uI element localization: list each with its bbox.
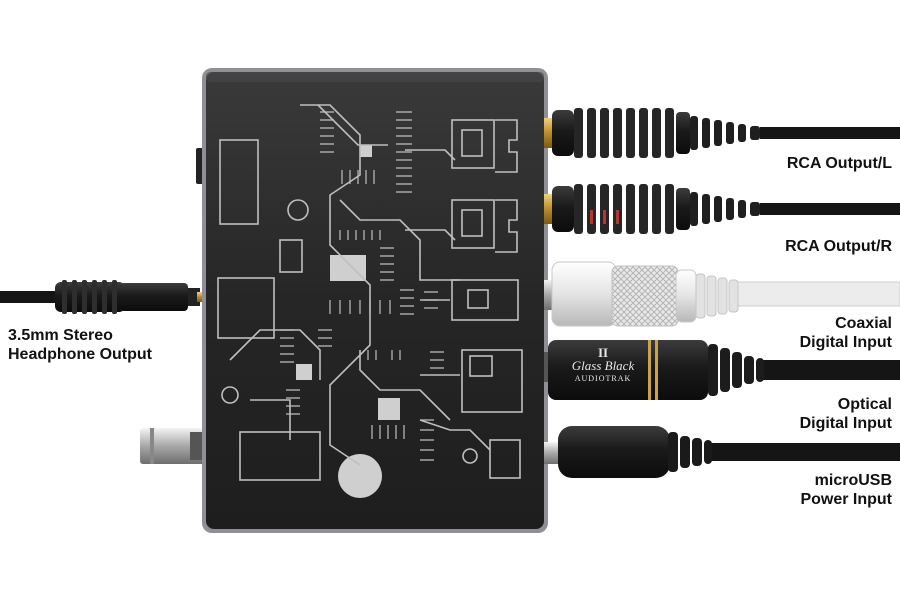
- optical-cable: [760, 360, 900, 380]
- label-coaxial: Coaxial Digital Input: [800, 314, 892, 352]
- usb-cable: [710, 443, 900, 461]
- label-coaxial-line2: Digital Input: [799, 334, 892, 351]
- label-rca-left: RCA Output/L: [787, 154, 892, 173]
- label-headphone-line1: 3.5mm Stereo: [8, 327, 113, 344]
- label-optical-line1: Optical: [837, 396, 892, 413]
- rca-right-plug: [544, 184, 760, 234]
- label-rca-left-line1: RCA Output/L: [786, 155, 892, 172]
- label-optical: Optical Digital Input: [800, 395, 892, 433]
- label-optical-line2: Digital Input: [799, 415, 892, 432]
- brand-name: Glass Black: [571, 358, 635, 373]
- headphone-cable: [0, 291, 60, 303]
- rca-right-cable: [760, 203, 900, 215]
- brand-maker: AUDIOTRAK: [574, 374, 632, 383]
- microusb-plug: [544, 426, 712, 478]
- circuit-print: [217, 104, 523, 498]
- label-microusb-line2: Power Input: [800, 491, 892, 508]
- headphone-plug: [55, 280, 205, 314]
- label-headphone-output: 3.5mm Stereo Headphone Output: [8, 326, 152, 364]
- cables: [0, 127, 900, 461]
- label-microusb: microUSB Power Input: [800, 471, 892, 509]
- rca-left-plug: [544, 108, 760, 158]
- label-coaxial-line1: Coaxial: [835, 315, 892, 332]
- brand-logo: II Glass Black AUDIOTRAK: [558, 346, 648, 383]
- coaxial-cable: [729, 281, 900, 307]
- label-headphone-line2: Headphone Output: [8, 346, 152, 363]
- label-microusb-line1: microUSB: [814, 472, 892, 489]
- coaxial-plug: [544, 261, 739, 327]
- label-rca-right: RCA Output/R: [785, 237, 892, 256]
- optical-plug: [544, 340, 764, 400]
- brand-numeral: II: [597, 345, 609, 360]
- label-rca-right-line1: RCA Output/R: [785, 238, 892, 255]
- power-barrel: [140, 428, 206, 464]
- rca-left-cable: [760, 127, 900, 139]
